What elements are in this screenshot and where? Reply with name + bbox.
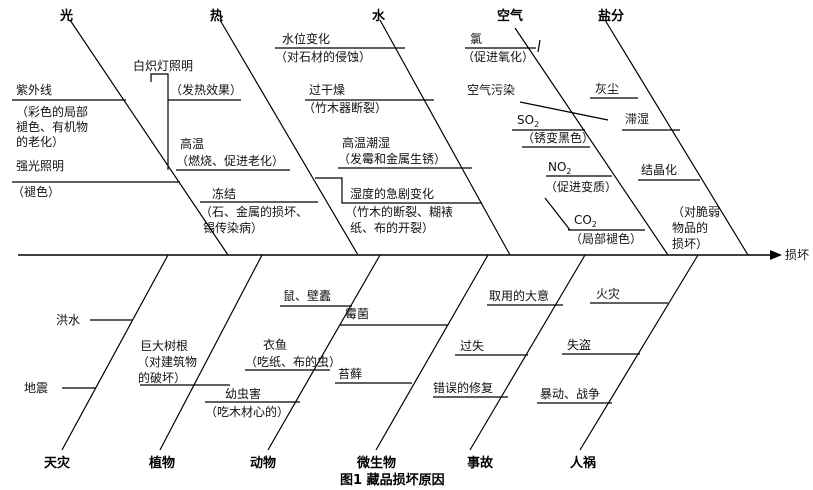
cause-riot: 暴动、战争	[540, 387, 600, 401]
cause-strong-light: 强光照明	[16, 159, 64, 173]
category-water: 水	[372, 8, 386, 24]
branch-incandescent	[150, 73, 169, 170]
cause-humid-note: （发霉和金属生锈）	[338, 151, 446, 166]
category-air: 空气	[497, 8, 523, 24]
cause-over-dry-note: （竹木器断裂）	[303, 100, 387, 115]
cause-incandescent: 白炽灯照明	[133, 58, 193, 73]
cause-theft: 失盗	[567, 337, 591, 352]
cause-fault: 过失	[460, 338, 484, 353]
cause-heating-effect: （发热效果）	[170, 82, 242, 97]
cause-co2-note: （局部褪色）	[570, 231, 642, 246]
cause-fragile-3: 损坏）	[672, 237, 708, 251]
cause-humidity-change-note-2: 纸、布的开裂）	[350, 220, 434, 235]
cause-moss: 苔藓	[338, 367, 362, 381]
spine-arrowhead	[770, 250, 782, 260]
cause-crystal: 结晶化	[641, 163, 677, 177]
cause-over-dry: 过干燥	[309, 83, 345, 97]
branch-chlorine-tick	[537, 39, 541, 53]
cause-so2-note: （锈变黑色）	[522, 130, 594, 145]
bone-plant	[159, 254, 263, 451]
cause-silverfish: 衣鱼	[263, 337, 287, 352]
cause-fragile-2: 物品的	[672, 220, 708, 235]
category-natural-disaster: 天灾	[44, 455, 71, 471]
branch-humidity-change	[315, 177, 482, 204]
bone-air	[514, 27, 669, 256]
cause-water-level-note: （对石材的侵蚀）	[275, 49, 371, 64]
category-accident: 事故	[467, 455, 494, 471]
cause-rat: 鼠、壁蠹	[283, 288, 331, 303]
bone-salt	[604, 19, 749, 256]
cause-uv-note-2: 褪色、有机物	[16, 119, 88, 134]
cause-humid: 高温潮湿	[342, 135, 390, 150]
bone-water	[379, 19, 511, 256]
cause-damp: 滞湿	[625, 111, 649, 126]
branch-co2-slant	[544, 197, 571, 231]
cause-high-temp: 高温	[180, 136, 204, 151]
cause-uv-note-3: 的老化）	[16, 134, 64, 149]
cause-tree-roots: 巨大树根	[140, 338, 188, 353]
cause-fire: 火灾	[596, 286, 620, 301]
cause-so2: SO2	[517, 113, 539, 129]
cause-flood: 洪水	[56, 313, 80, 327]
cause-larva: 幼虫害	[225, 386, 261, 401]
cause-silverfish-note: （吃纸、布的虫）	[245, 354, 341, 369]
cause-tree-roots-note-2: 的破坏）	[138, 370, 186, 385]
category-human: 人祸	[570, 455, 596, 471]
cause-uv: 紫外线	[16, 83, 52, 97]
category-salt: 盐分	[598, 8, 624, 24]
category-plant: 植物	[148, 455, 175, 471]
cause-air-pollution: 空气污染	[467, 82, 515, 97]
cause-humidity-change-note-1: （竹木的断裂、糊裱	[345, 204, 453, 219]
cause-freeze-note-1: （石、金属的损坏、	[200, 204, 308, 219]
cause-water-level: 水位变化	[282, 31, 330, 46]
cause-freeze: 冻结	[212, 186, 236, 201]
cause-no2: NO2	[548, 160, 572, 176]
cause-uv-note-1: （彩色的局部	[16, 104, 88, 119]
cause-freeze-note-2: 锡传染病）	[203, 220, 263, 235]
cause-no2-note: （促进变质）	[545, 179, 617, 194]
cause-fragile-1: （对脆弱	[672, 204, 720, 219]
figure-caption: 图1 藏品损坏原因	[340, 472, 445, 488]
branch-pollution-slant	[519, 101, 609, 121]
cause-tree-roots-note-1: （对建筑物	[137, 354, 197, 369]
bone-natural	[61, 254, 169, 451]
cause-wrong-repair: 错误的修复	[433, 380, 493, 395]
cause-humidity-change: 湿度的急剧变化	[350, 186, 434, 201]
cause-strong-light-note: （褪色）	[12, 184, 60, 199]
category-light: 光	[59, 8, 73, 24]
cause-chlorine-note: （促进氧化）	[462, 50, 534, 64]
category-microbe: 微生物	[356, 455, 396, 471]
cause-co2: CO2	[574, 213, 597, 229]
category-heat: 热	[210, 8, 223, 24]
cause-dust: 灰尘	[595, 82, 619, 96]
effect-label: 损坏	[785, 248, 809, 262]
cause-chlorine: 氯	[470, 32, 482, 46]
cause-careless: 取用的大意	[489, 288, 549, 303]
bone-human	[579, 254, 699, 451]
bone-microbe	[375, 254, 489, 451]
cause-high-temp-note: （燃烧、促进老化）	[176, 153, 284, 168]
cause-larva-note: （吃木材心的）	[205, 404, 289, 419]
cause-earthquake: 地震	[24, 381, 48, 395]
bone-accident	[469, 254, 586, 451]
bone-light	[69, 19, 229, 256]
bone-heat	[219, 19, 359, 256]
category-animal: 动物	[250, 455, 276, 471]
bone-animal	[267, 254, 381, 451]
cause-mold: 霉菌	[345, 307, 369, 321]
